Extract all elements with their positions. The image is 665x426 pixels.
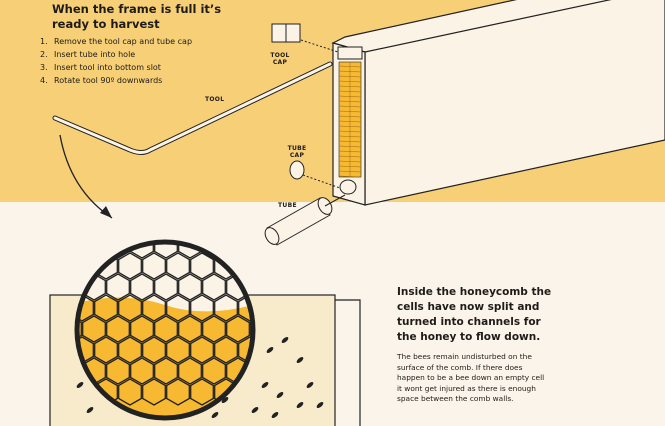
comb-cell	[77, 315, 82, 343]
comb-cell	[130, 357, 154, 385]
harvest-title: When the frame is full it’s ready to har…	[52, 2, 222, 31]
comb-cell	[130, 315, 154, 343]
tool	[52, 61, 333, 219]
comb-cell	[214, 294, 238, 322]
bee-icon	[261, 382, 269, 388]
magnified-honeycomb	[74, 239, 286, 421]
comb-cell	[166, 378, 190, 406]
tube-cap	[289, 160, 341, 189]
comb-cell	[130, 273, 154, 301]
step-item: 4. Rotate tool 90º downwards	[40, 74, 192, 87]
comb-cell	[202, 315, 226, 343]
comb-cell	[226, 315, 250, 343]
comb-cell	[77, 294, 94, 322]
comb-cell	[154, 273, 178, 301]
comb-cell	[142, 252, 166, 280]
comb-cell	[106, 273, 130, 301]
bee-icon	[306, 382, 314, 388]
step-text: Insert tube into hole	[54, 50, 136, 59]
comb-cell	[118, 336, 142, 364]
comb-cell	[166, 336, 190, 364]
tool-cap-label: TOOL CAP	[270, 52, 290, 66]
comb-cell	[106, 357, 130, 385]
bee-icon	[296, 357, 304, 363]
bee-icon	[76, 382, 84, 388]
step-text: Rotate tool 90º downwards	[54, 76, 163, 85]
harvest-steps: 1. Remove the tool cap and tube cap 2. Ins…	[40, 35, 192, 87]
step-text: Insert tool into bottom slot	[54, 63, 161, 72]
bee-icon	[251, 407, 259, 413]
comb-cell	[94, 336, 118, 364]
comb-cell	[190, 378, 214, 406]
bee-icon	[266, 347, 274, 353]
comb-cell	[154, 315, 178, 343]
comb-cell	[263, 253, 286, 279]
comb-cell	[166, 294, 190, 322]
comb-cell	[130, 242, 154, 259]
inside-heading: Inside the honeycomb the cells have now …	[397, 286, 552, 343]
comb-cell	[77, 242, 82, 259]
comb-cell	[226, 242, 250, 259]
comb-cell	[118, 252, 142, 280]
bee-icon	[221, 397, 229, 403]
bee-icon	[276, 392, 284, 398]
inside-body: The bees remain undisturbed on the surfa…	[397, 352, 545, 403]
flow-frame	[331, 0, 665, 206]
comb-cell	[142, 336, 166, 364]
bee-icon	[296, 402, 304, 408]
comb-cell	[106, 315, 130, 343]
comb-cell	[118, 378, 142, 406]
bee-icon	[316, 402, 324, 408]
step-number: 2.	[40, 50, 48, 59]
bee-icon	[281, 337, 289, 343]
comb-cell	[142, 378, 166, 406]
comb-cell	[118, 294, 142, 322]
step-item: 3. Insert tool into bottom slot	[40, 61, 192, 74]
comb-cell	[154, 357, 178, 385]
bee-icon	[271, 412, 279, 418]
step-number: 3.	[40, 63, 48, 72]
step-item: 1. Remove the tool cap and tube cap	[40, 35, 192, 48]
comb-cell	[190, 336, 214, 364]
comb-cell	[94, 294, 118, 322]
comb-cell	[178, 273, 202, 301]
comb-cell	[142, 294, 166, 322]
comb-cell	[214, 336, 238, 364]
tube-label: TUBE	[278, 202, 297, 209]
tool-cap	[271, 23, 339, 53]
comb-cell	[238, 252, 253, 280]
step-text: Remove the tool cap and tube cap	[54, 37, 193, 46]
comb-cell	[154, 242, 178, 259]
comb-cell	[166, 252, 190, 280]
comb-cell	[178, 315, 202, 343]
tube	[264, 194, 346, 246]
comb-cell	[190, 252, 214, 280]
step-number: 4.	[40, 76, 48, 85]
comb-cell	[178, 357, 202, 385]
comb-cell	[82, 315, 106, 343]
comb-cell	[178, 242, 202, 259]
tool-label: TOOL	[205, 96, 225, 103]
tube-cap-label: TUBE CAP	[287, 145, 307, 159]
bee-icon	[86, 407, 94, 413]
step-item: 2. Insert tube into hole	[40, 48, 192, 61]
comb-cell	[77, 252, 94, 280]
comb-cell	[190, 294, 214, 322]
comb-cell	[238, 294, 253, 322]
comb-cell	[202, 273, 226, 301]
step-number: 1.	[40, 37, 48, 46]
comb-cell	[202, 357, 226, 385]
bee-icon	[211, 412, 219, 418]
comb-cell	[82, 242, 106, 259]
